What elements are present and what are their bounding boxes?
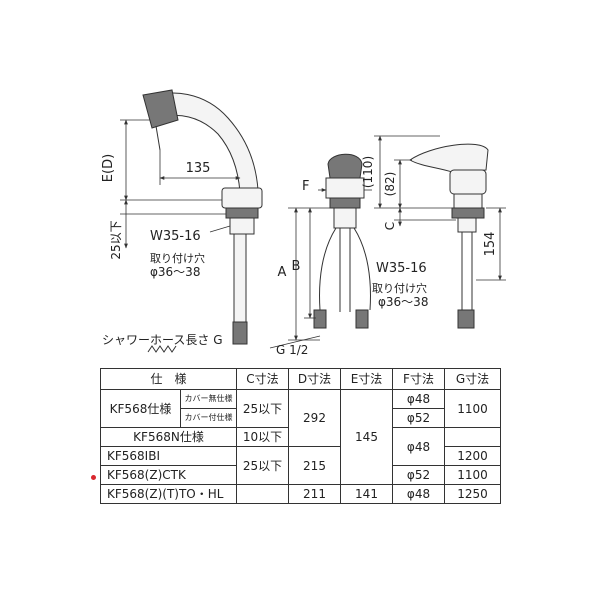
- cell-cover-with: カバー付仕様: [180, 408, 237, 428]
- header-e: E寸法: [340, 368, 393, 390]
- cell-g1: 1100: [444, 389, 501, 428]
- cell-kf568ctk: KF568(Z)CTK: [100, 465, 237, 485]
- faucet-front-view: [313, 153, 371, 329]
- table-row: KF568仕様 カバー無仕様 25以下 292 145 φ48 1100: [100, 389, 501, 485]
- label-g12: G 1/2: [276, 343, 308, 357]
- label-154: 154: [483, 232, 498, 257]
- table-row: KF568(Z)(T)TO・HL 211 141 φ48 1250: [100, 484, 501, 504]
- label-f: F: [302, 179, 309, 194]
- cell-d1: 292: [288, 389, 341, 447]
- cell-kf568: KF568仕様: [100, 389, 181, 428]
- cell-f4: φ52: [392, 465, 445, 485]
- cell-c-empty: [236, 484, 289, 504]
- cell-f5: φ48: [392, 484, 445, 504]
- cell-f2: φ52: [392, 408, 445, 428]
- cell-kf568n: KF568N仕様: [100, 427, 237, 447]
- label-hole-left: 取り付け穴: [150, 251, 205, 265]
- label-e-d: E(D): [101, 154, 116, 182]
- label-25: 25以下: [109, 220, 123, 259]
- label-b: B: [292, 259, 301, 274]
- label-phi-mid: φ36～38: [378, 295, 428, 309]
- cell-d2: 215: [288, 446, 341, 485]
- cell-c2: 10以下: [236, 427, 289, 447]
- faucet-dimension-drawing: E(D) 135 25以下 W35-16 取り付け穴 φ36～38 シャワーホー…: [101, 89, 506, 357]
- label-c: C: [383, 222, 397, 230]
- table-row: KF568(Z)CTK φ52 1100: [100, 465, 501, 485]
- cell-e2: 141: [340, 484, 393, 504]
- cell-f1: φ48: [392, 389, 445, 409]
- cell-g-empty: [444, 427, 501, 447]
- label-hose: シャワーホース長さ G: [102, 333, 223, 347]
- cell-g3: 1100: [444, 465, 501, 485]
- label-phi-left: φ36～38: [150, 265, 200, 279]
- label-135: 135: [186, 161, 211, 176]
- cell-g2: 1200: [444, 446, 501, 466]
- table-row: カバー付仕様 φ52: [101, 408, 501, 428]
- cell-kf568tohl: KF568(Z)(T)TO・HL: [100, 484, 237, 504]
- cell-e1: 145: [340, 389, 393, 485]
- label-w35-mid: W35-16: [376, 261, 427, 276]
- header-g: G寸法: [444, 368, 501, 390]
- label-a: A: [278, 265, 287, 280]
- label-82: (82): [383, 172, 397, 197]
- cell-f3: φ48: [392, 427, 445, 466]
- header-spec: 仕 様: [100, 368, 237, 390]
- header-f: F寸法: [392, 368, 445, 390]
- cell-cover-none: カバー無仕様: [180, 389, 237, 409]
- row-marker-dot: [91, 475, 96, 480]
- cell-d3: 211: [288, 484, 341, 504]
- cell-c3: 25以下: [236, 446, 289, 485]
- faucet-side-view: [142, 89, 263, 353]
- label-110: (110): [361, 156, 375, 188]
- cell-kf568ibi: KF568IBI: [100, 446, 237, 466]
- cell-c1: 25以下: [236, 389, 289, 428]
- header-d: D寸法: [288, 368, 341, 390]
- table-row: KF568IBI 25以下 215 1200: [100, 446, 501, 485]
- cell-g4: 1250: [444, 484, 501, 504]
- label-hole-mid: 取り付け穴: [372, 281, 427, 295]
- header-c: C寸法: [236, 368, 289, 390]
- table-header-row: 仕 様 C寸法 D寸法 E寸法 F寸法 G寸法: [100, 368, 501, 390]
- faucet-lever-view: [409, 143, 489, 329]
- spec-table: 仕 様 C寸法 D寸法 E寸法 F寸法 G寸法 KF568仕様 カバー無仕様 2…: [100, 368, 501, 504]
- label-w35-left: W35-16: [150, 229, 201, 244]
